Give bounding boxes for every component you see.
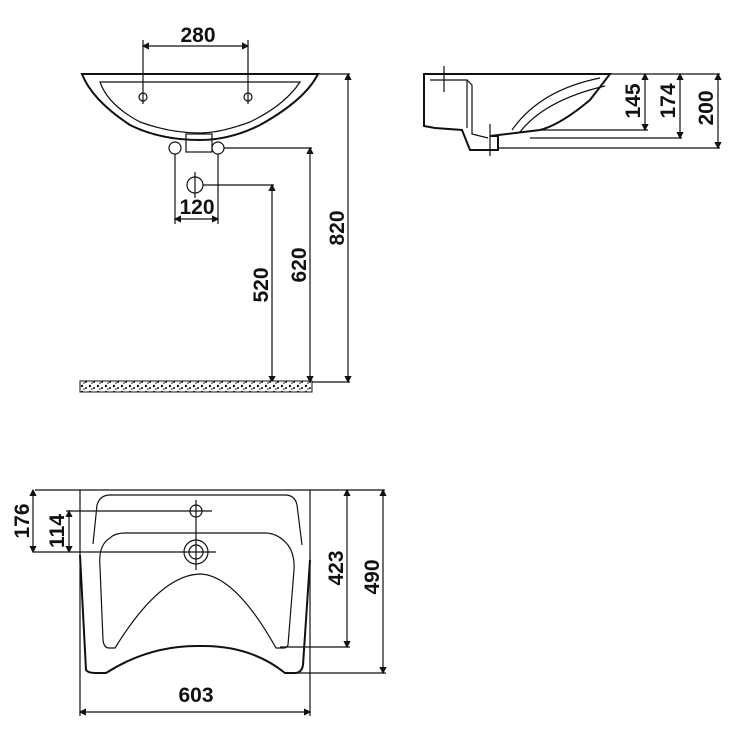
basin-front-outline xyxy=(80,73,320,142)
dim-rim-height: 820 xyxy=(326,210,349,245)
dim-114: 114 xyxy=(46,514,69,548)
dim-waste-height: 520 xyxy=(250,267,273,302)
bracket-right xyxy=(211,141,225,155)
dim-trap-height: 620 xyxy=(288,247,311,282)
front-view: 280 120 520 620 820 xyxy=(79,24,352,393)
dim-waste-spacing: 120 xyxy=(179,196,214,219)
dim-length: 490 xyxy=(361,559,384,594)
dim-176: 176 xyxy=(11,503,34,538)
side-view: 145 174 200 xyxy=(423,66,722,156)
dim-width: 603 xyxy=(178,684,213,707)
floor-hatch xyxy=(79,380,313,393)
dim-145: 145 xyxy=(622,83,645,118)
basin-side-outline xyxy=(423,73,613,151)
bracket-left xyxy=(168,141,182,155)
basin-top-outline xyxy=(79,554,311,674)
top-view: 603 176 114 423 490 xyxy=(11,488,387,716)
dim-tap-spacing: 280 xyxy=(180,24,215,47)
dim-depth: 200 xyxy=(695,90,718,125)
dim-174: 174 xyxy=(657,83,680,118)
dim-423: 423 xyxy=(325,550,348,585)
waste-outlet xyxy=(185,133,213,153)
